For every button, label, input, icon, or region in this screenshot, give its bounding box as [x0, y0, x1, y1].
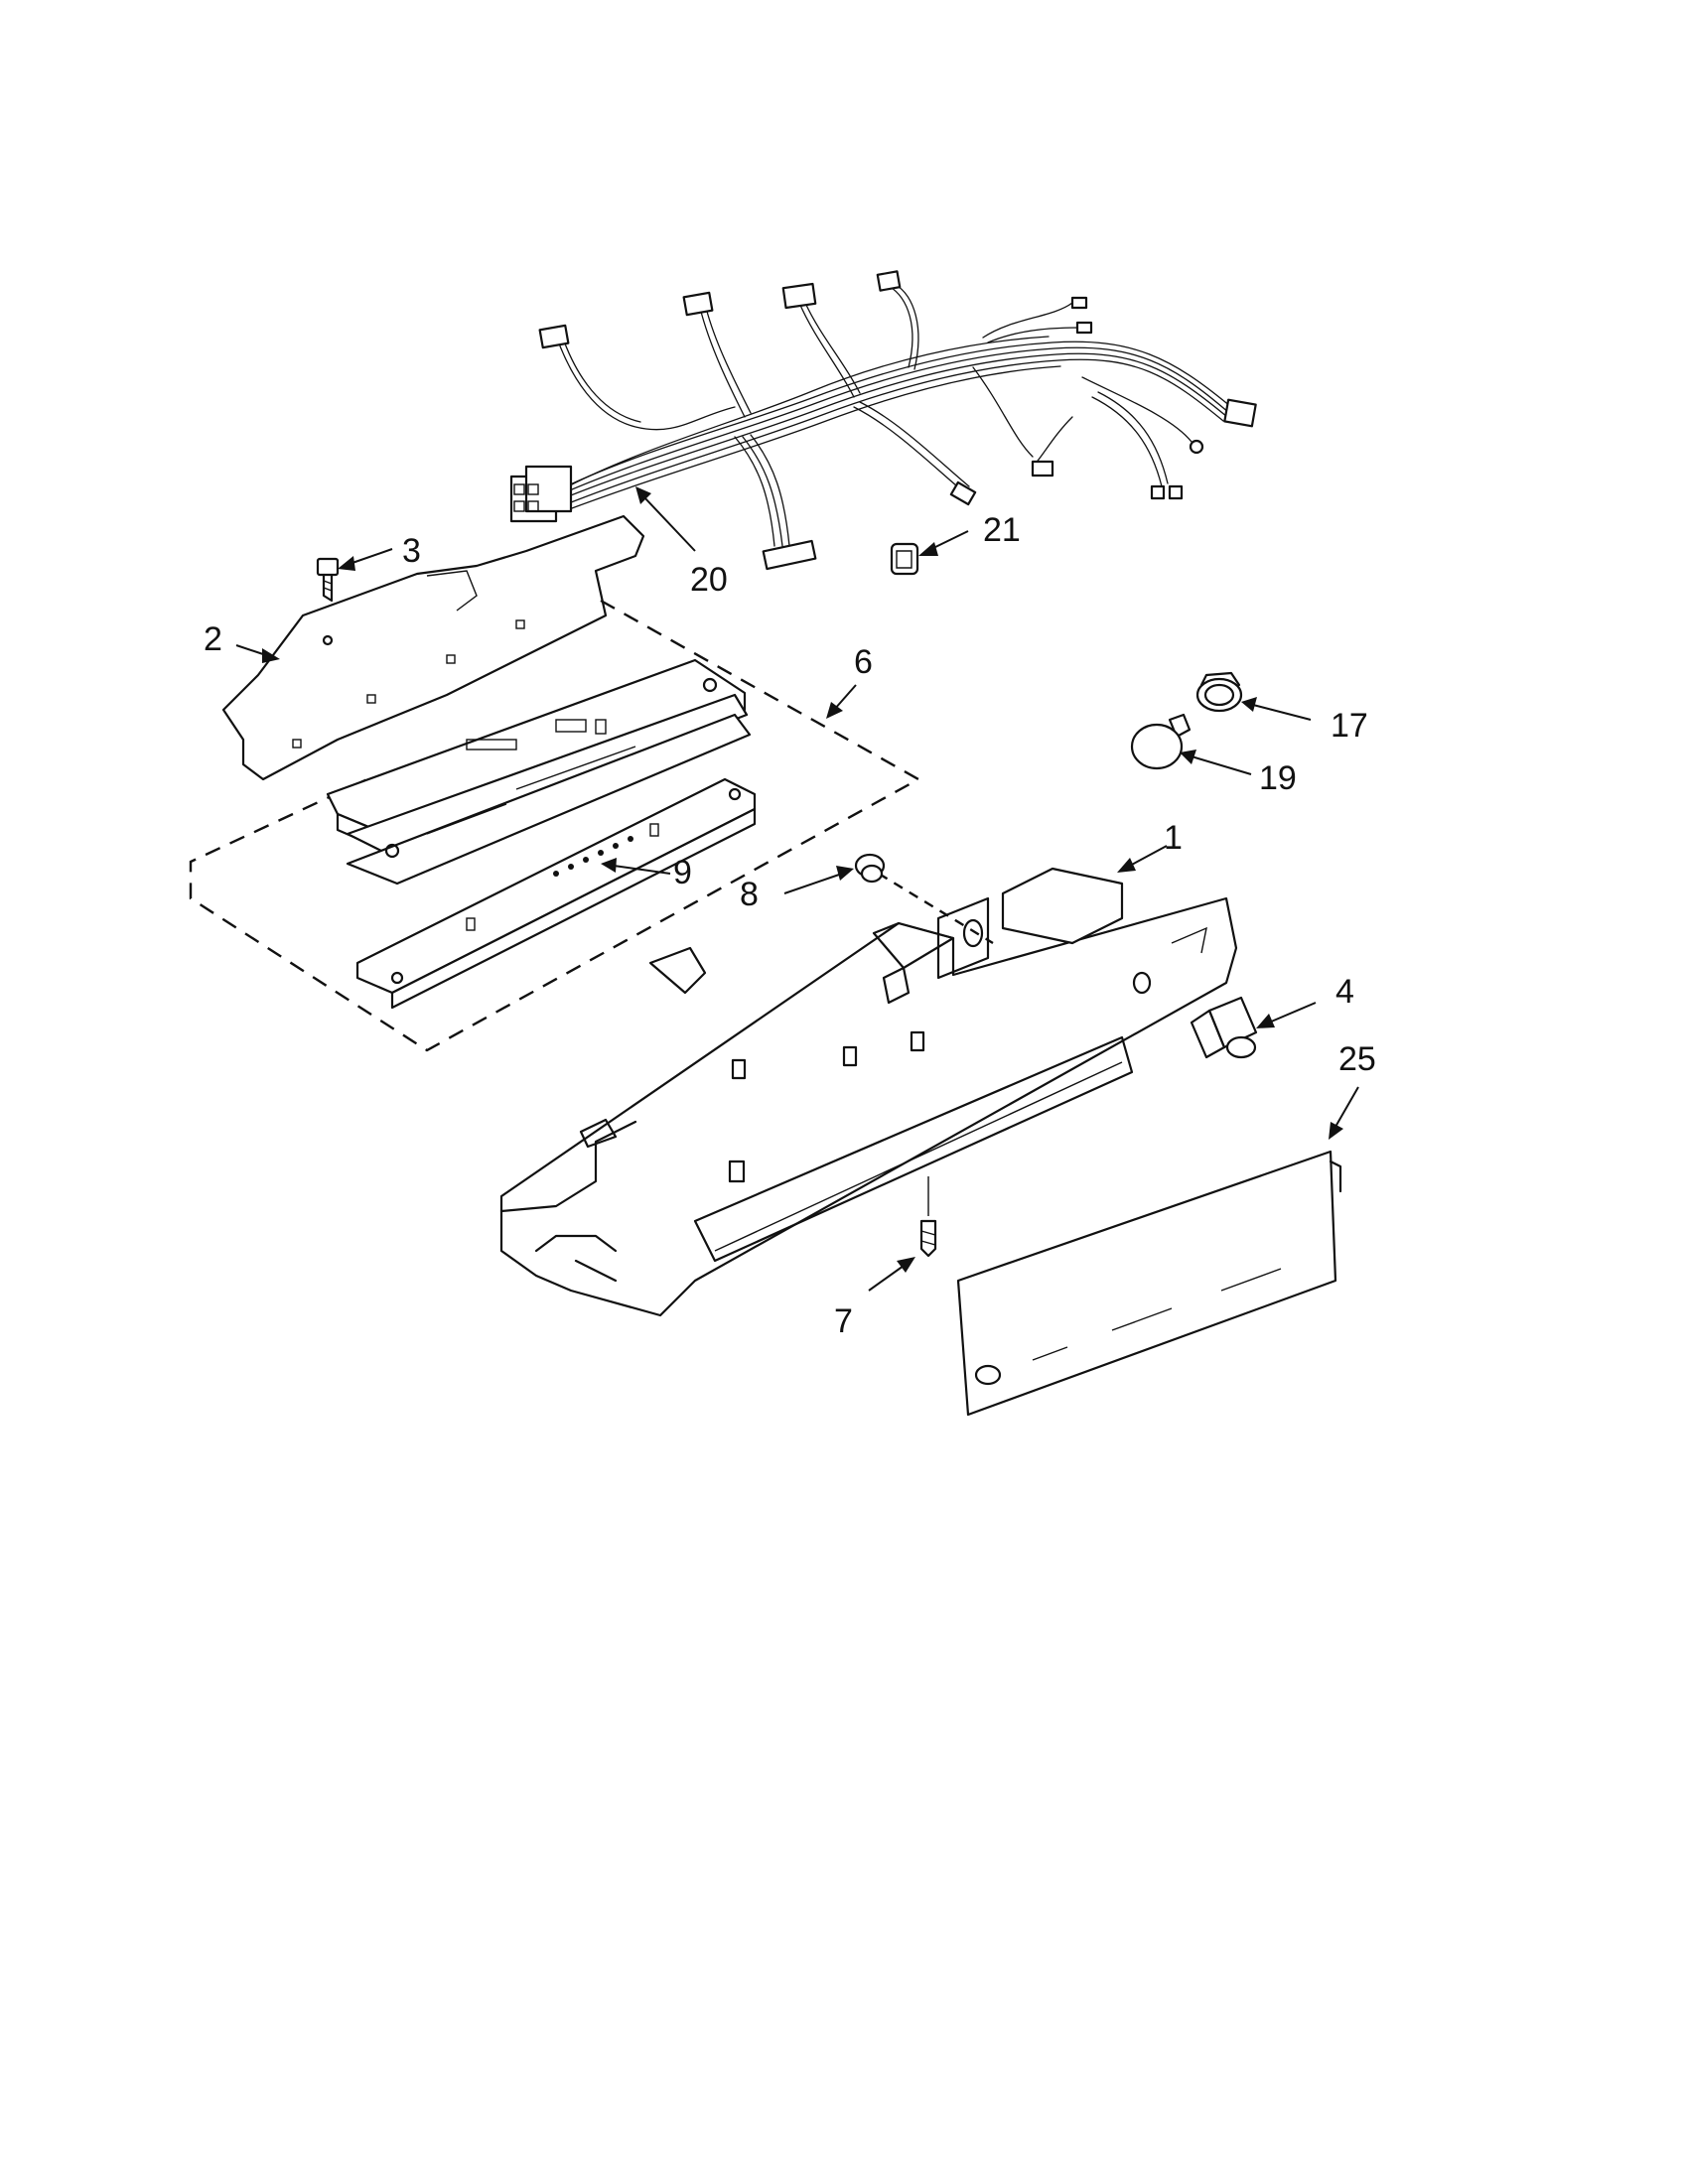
callout-21: 21 — [983, 511, 1021, 549]
callout-3: 3 — [402, 532, 421, 570]
wire-harness — [509, 270, 1257, 576]
screw-part-7 — [919, 1176, 937, 1258]
callout-17: 17 — [1331, 707, 1368, 745]
callout-20: 20 — [690, 561, 728, 599]
callout-labels: 3 2 20 21 6 17 19 1 8 9 4 25 7 — [204, 511, 1376, 1340]
callout-6: 6 — [854, 643, 873, 681]
control-housing — [499, 867, 1238, 1317]
plug-part-8 — [854, 853, 886, 884]
screw-part-3 — [316, 557, 340, 603]
grommet-part-21 — [890, 542, 919, 576]
control-board-main — [326, 658, 752, 886]
board-trace-lines — [426, 746, 636, 835]
callout-25: 25 — [1338, 1040, 1376, 1078]
callout-7: 7 — [834, 1302, 853, 1340]
callout-1: 1 — [1164, 819, 1183, 857]
callout-19: 19 — [1259, 759, 1297, 797]
callout-9: 9 — [673, 854, 692, 891]
switch-part-4 — [1190, 996, 1258, 1059]
alignment-line-8 — [878, 872, 994, 945]
control-board-9 — [355, 777, 757, 1010]
callout-4: 4 — [1335, 973, 1354, 1011]
callout-2: 2 — [204, 620, 222, 658]
control-bracket — [221, 514, 645, 781]
trim-strip-part-25 — [956, 1150, 1342, 1417]
lamp-bulb-part-19 — [1130, 713, 1192, 770]
callout-8: 8 — [740, 876, 759, 913]
lamp-socket-part-17 — [1195, 671, 1243, 713]
leader-lines — [235, 486, 1359, 1292]
dashed-group-outline — [189, 599, 921, 1052]
